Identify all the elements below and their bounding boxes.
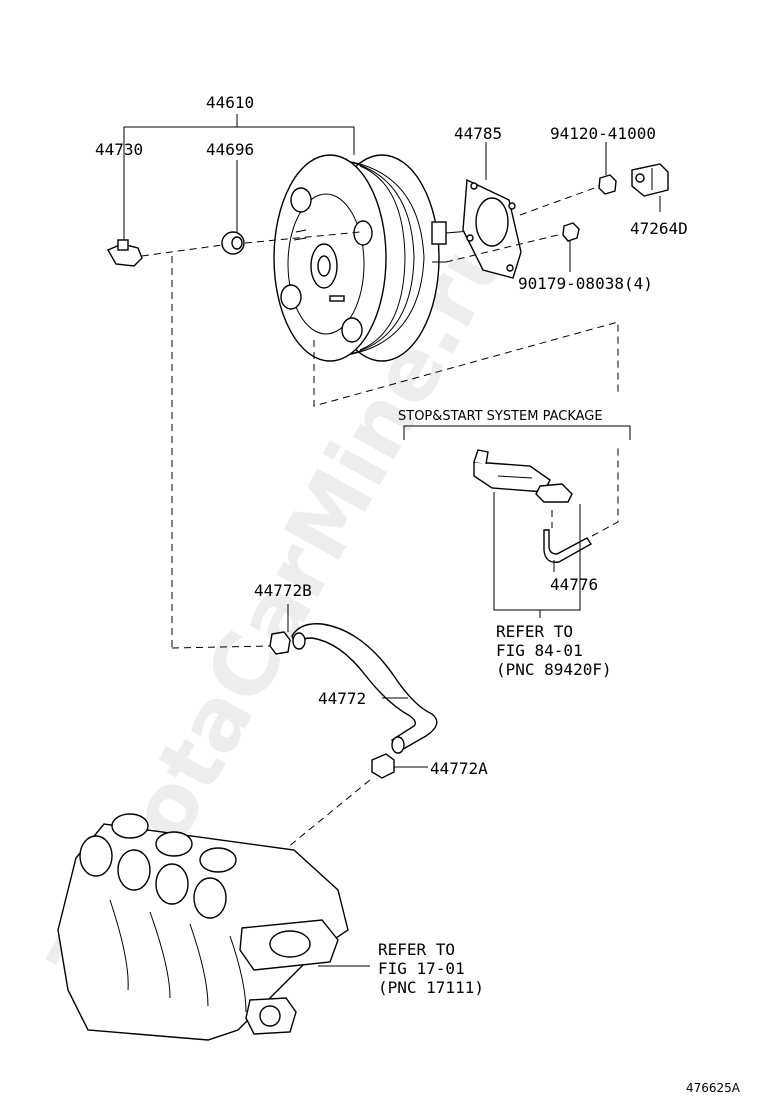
diagram-id: 476625A xyxy=(686,1081,741,1095)
label-hose-clip-a: 44772A xyxy=(430,759,488,778)
hose-clip-b xyxy=(269,631,291,655)
gasket xyxy=(462,178,522,279)
intake-manifold xyxy=(57,813,349,1041)
brake-booster xyxy=(273,154,471,362)
label-hose-clip-b: 44772B xyxy=(254,581,312,600)
reference-a-line-1: REFER TO xyxy=(496,622,573,641)
reference-a-line-2: FIG 84-01 xyxy=(496,641,583,660)
reference-a: REFER TO FIG 84-01 (PNC 89420F) xyxy=(496,622,612,679)
label-clevis: 47264D xyxy=(630,219,688,238)
check-valve xyxy=(107,239,143,267)
clevis xyxy=(631,163,669,197)
vacuum-hose-sensor xyxy=(543,529,593,563)
label-check-valve: 44730 xyxy=(95,140,143,159)
grommet xyxy=(221,231,245,255)
vacuum-hose xyxy=(291,623,438,754)
hose-clip-a xyxy=(371,753,395,779)
label-vacuum-hose-sensor: 44776 xyxy=(550,575,598,594)
nut-upper xyxy=(598,174,617,195)
label-gasket: 44785 xyxy=(454,124,502,143)
label-grommet: 44696 xyxy=(206,140,254,159)
label-section-title: STOP&START SYSTEM PACKAGE xyxy=(398,409,603,424)
reference-b: REFER TO FIG 17-01 (PNC 17111) xyxy=(378,940,484,997)
reference-b-line-3: (PNC 17111) xyxy=(378,978,484,997)
reference-a-line-3: (PNC 89420F) xyxy=(496,660,612,679)
label-nut-lower: 90179-08038(4) xyxy=(518,274,653,293)
reference-b-line-1: REFER TO xyxy=(378,940,455,959)
reference-b-line-2: FIG 17-01 xyxy=(378,959,465,978)
label-vacuum-hose: 44772 xyxy=(318,689,366,708)
assembly-bracket xyxy=(123,114,355,250)
label-booster-assembly: 44610 xyxy=(206,93,254,112)
label-nut-upper: 94120-41000 xyxy=(550,124,656,143)
nut-lower xyxy=(562,222,580,242)
vacuum-sensor xyxy=(473,449,573,503)
